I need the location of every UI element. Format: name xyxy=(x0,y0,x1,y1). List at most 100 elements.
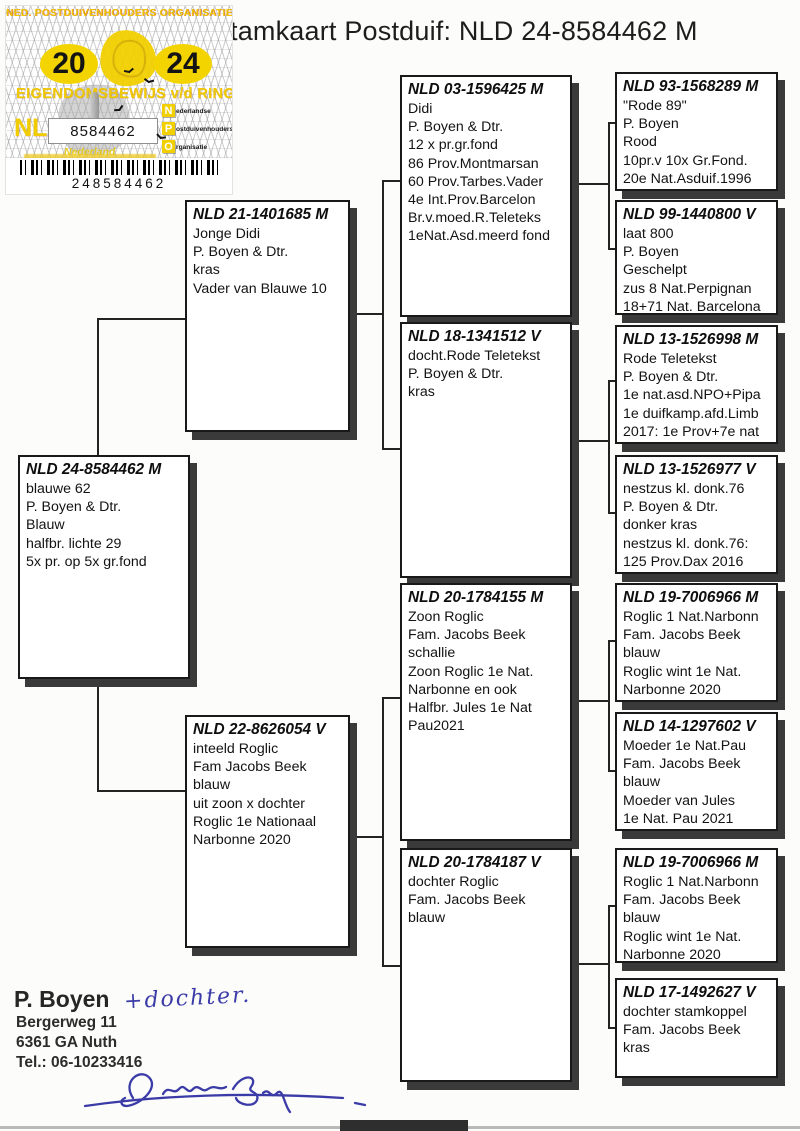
connector-line xyxy=(382,697,384,967)
ring-id: NLD 18-1341512 V xyxy=(408,328,541,345)
ring-id: NLD 13-1526977 V xyxy=(623,461,756,478)
box-detail-line: 12 x pr.gr.fond xyxy=(408,137,498,154)
box-detail-line: 1e nat.asd.NPO+Pipa xyxy=(623,387,761,404)
ring-id: NLD 99-1440800 V xyxy=(623,206,756,223)
connector-line xyxy=(382,180,402,182)
box-detail-line: P. Boyen & Dtr. xyxy=(408,366,504,383)
connector-line xyxy=(97,318,187,320)
owner-address-city: 6361 GA Nuth xyxy=(16,1034,118,1051)
box-detail-line: P. Boyen & Dtr. xyxy=(623,369,719,386)
box-detail-line: Geschelpt xyxy=(623,262,687,279)
box-detail-line: P. Boyen xyxy=(623,116,679,133)
box-detail-line: 2017: 1e Prov+7e nat xyxy=(623,423,760,440)
ownership-line: EIGENDOMSBEWIJS v/d RING xyxy=(16,86,232,102)
ring-id: NLD 14-1297602 V xyxy=(623,718,756,735)
box-detail-line: inteeld Roglic xyxy=(193,741,279,757)
connector-line xyxy=(608,512,617,514)
box-detail-line: Moeder 1e Nat.Pau xyxy=(623,738,747,754)
npo-word: ostduivenhouders xyxy=(176,126,232,133)
connector-line xyxy=(382,965,402,967)
connector-line xyxy=(97,790,187,792)
connector-line xyxy=(608,122,610,250)
box-detail-line: donker kras xyxy=(623,517,698,534)
box-detail-line: Narbonne en ook xyxy=(408,681,517,698)
signature xyxy=(83,1073,367,1114)
box-detail-line: Rood xyxy=(623,134,657,151)
connector-line xyxy=(608,640,610,772)
box-detail-line: Pau2021 xyxy=(408,718,465,735)
connector-line xyxy=(608,1027,617,1029)
box-detail-line: P. Boyen & Dtr. xyxy=(408,119,504,136)
box-detail-line: 18+71 Nat. Barcelona xyxy=(623,298,761,315)
box-detail-line: Fam. Jacobs Beek xyxy=(408,892,526,909)
box-detail-line: docht.Rode Teletekst xyxy=(408,348,541,364)
npo-wordmark: N ederlandse P ostduivenhouders O rganis… xyxy=(162,104,232,158)
box-detail-line: blauw xyxy=(623,645,661,662)
connector-line xyxy=(574,963,610,965)
ring-id: NLD 20-1784187 V xyxy=(408,854,541,871)
box-detail-line: Fam. Jacobs Beek xyxy=(623,892,741,909)
country-code: NL xyxy=(14,114,48,142)
box-detail-line: blauw xyxy=(408,910,446,927)
box-detail-line: Didi xyxy=(408,101,433,117)
box-detail-line: 4e Int.Prov.Barcelon xyxy=(408,192,536,209)
box-detail-line: laat 800 xyxy=(623,226,674,242)
box-detail-line: Fam. Jacobs Beek xyxy=(623,627,741,644)
connector-line xyxy=(574,700,610,702)
owner-name: P. Boyen xyxy=(14,986,110,1012)
box-detail-line: dochter stamkoppel xyxy=(623,1004,747,1020)
year-badge-24: 24 xyxy=(154,44,212,84)
bird-icon xyxy=(144,77,155,85)
box-detail-line: blauw xyxy=(623,910,661,927)
box-detail-line: 5x pr. op 5x gr.fond xyxy=(26,553,147,570)
npo-letter-p: P xyxy=(162,122,175,135)
box-detail-line: "Rode 89" xyxy=(623,98,687,114)
barcode xyxy=(20,160,218,175)
handwritten-note: +dochter. xyxy=(123,982,252,1015)
ring-id: NLD 93-1568289 M xyxy=(623,78,759,95)
box-detail-line: Jonge Didi xyxy=(193,226,261,242)
box-detail-line: Roglic 1e Nationaal xyxy=(193,813,317,830)
ring-id: NLD 03-1596425 M xyxy=(408,81,544,98)
box-detail-line: blauw xyxy=(193,777,231,794)
connector-line xyxy=(352,313,384,315)
connector-line xyxy=(608,770,617,772)
box-detail-line: zus 8 Nat.Perpignan xyxy=(623,280,752,297)
box-detail-line: 1e duifkamp.afd.Limb xyxy=(623,405,759,422)
ring-id: NLD 19-7006966 M xyxy=(623,854,759,871)
box-detail-line: kras xyxy=(193,262,220,279)
ring-id: NLD 13-1526998 M xyxy=(623,331,759,348)
box-detail-line: 1eNat.Asd.meerd fond xyxy=(408,228,550,245)
ring-number-window: 8584462 xyxy=(48,118,158,144)
page-title: tamkaart Postduif: NLD 24-8584462 M xyxy=(230,16,698,46)
box-detail-line: P. Boyen xyxy=(623,244,679,261)
box-detail-line: Halfbr. Jules 1e Nat xyxy=(408,700,532,717)
connector-line xyxy=(608,380,617,382)
box-detail-line: nestzus kl. donk.76 xyxy=(623,481,745,497)
sticker-org-line: NED. POSTDUIVENHOUDERS ORGANISATIE xyxy=(6,8,232,19)
ring-id: NLD 20-1784155 M xyxy=(408,589,544,606)
box-detail-line: Moeder van Jules xyxy=(623,792,735,809)
connector-line xyxy=(608,905,610,1029)
box-detail-line: Narbonne 2020 xyxy=(193,832,291,849)
box-detail-line: Fam Jacobs Beek xyxy=(193,759,307,776)
npo-row: P ostduivenhouders xyxy=(162,122,232,135)
